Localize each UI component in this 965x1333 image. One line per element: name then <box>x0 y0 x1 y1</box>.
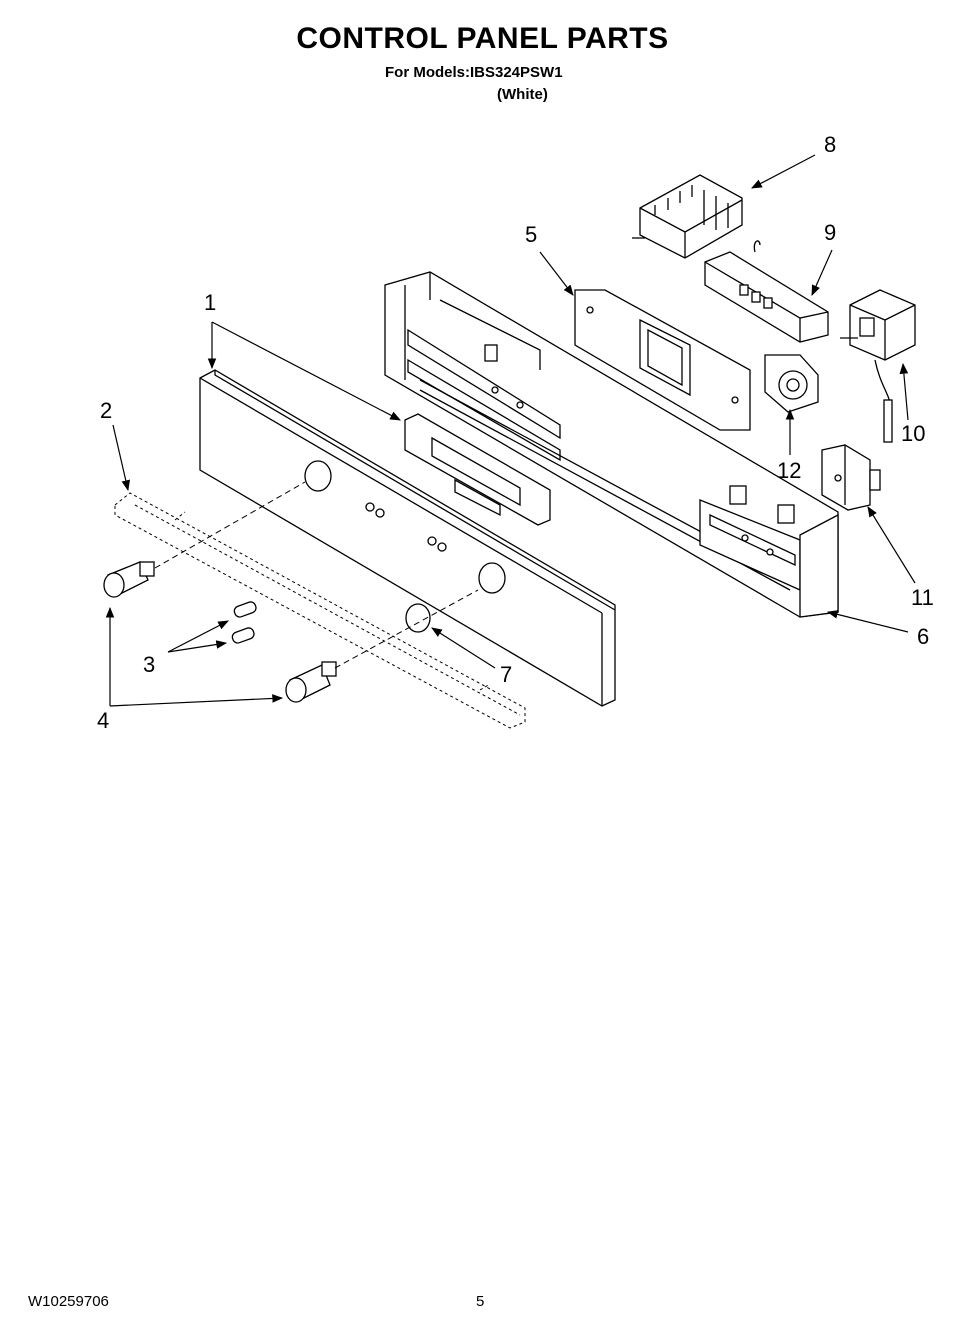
document-number: W10259706 <box>28 1293 109 1310</box>
knob-left <box>103 561 155 598</box>
callout-6: 6 <box>917 624 929 649</box>
callout-10: 10 <box>901 421 925 446</box>
leader-lines <box>105 154 916 707</box>
light-pipes <box>231 601 257 644</box>
page-number: 5 <box>476 1293 485 1310</box>
variant-line: (White) <box>497 86 548 103</box>
sensor-module <box>764 354 819 413</box>
model-line: For Models:IBS324PSW1 <box>385 64 563 81</box>
keypad-board <box>704 240 829 343</box>
callout-4: 4 <box>97 708 109 733</box>
callout-8: 8 <box>824 132 836 157</box>
callout-2: 2 <box>100 398 112 423</box>
callout-7: 7 <box>500 662 512 687</box>
callout-5: 5 <box>525 222 537 247</box>
callout-9: 9 <box>824 220 836 245</box>
switch-block <box>632 174 743 259</box>
assembly-lines <box>154 481 479 669</box>
callout-12: 12 <box>777 458 801 483</box>
front-control-panel <box>199 369 616 707</box>
display-window <box>404 413 551 526</box>
callout-3: 3 <box>143 652 155 677</box>
knob-right <box>285 661 337 703</box>
knob-bezel <box>405 603 431 633</box>
small-bracket <box>821 444 881 511</box>
callout-11: 11 <box>911 585 934 610</box>
page-title: CONTROL PANEL PARTS <box>296 22 669 55</box>
control-board <box>574 289 751 431</box>
rear-panel-frame <box>384 271 839 618</box>
selector-switch <box>840 289 916 443</box>
callout-1: 1 <box>204 290 216 315</box>
trim-strip <box>114 492 526 729</box>
